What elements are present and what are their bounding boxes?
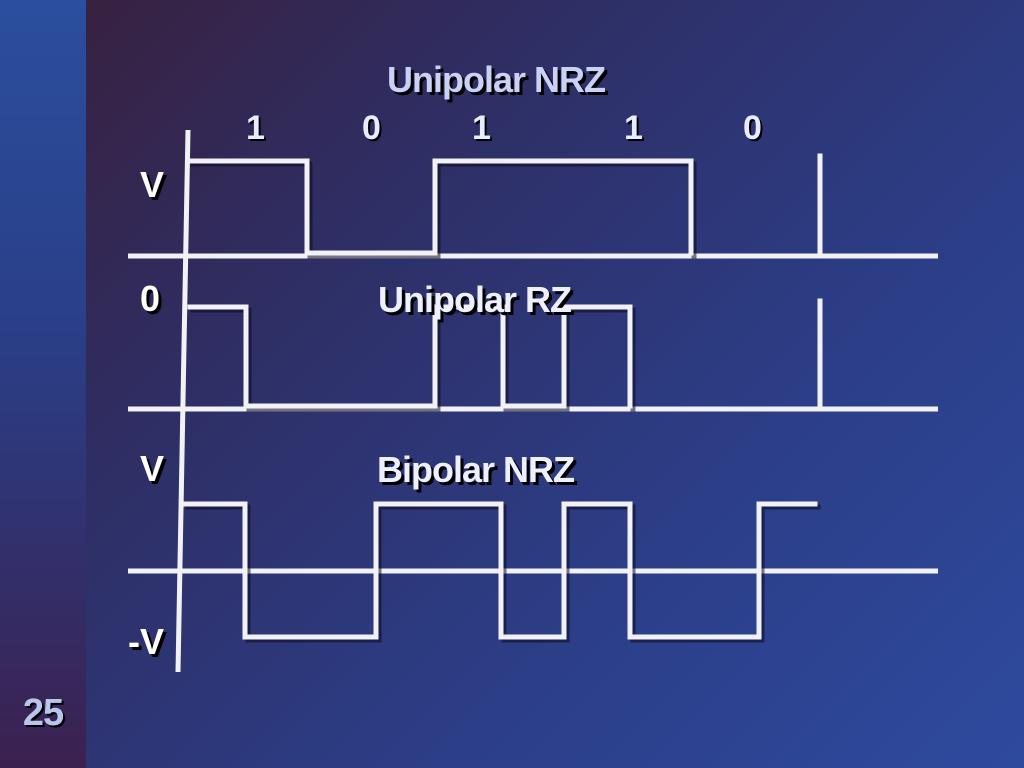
unipolar-rz-wave-shadow — [190, 307, 636, 412]
svg-text:Unipolar RZ: Unipolar RZ — [381, 282, 574, 323]
svg-text:-V: -V — [128, 621, 164, 662]
unipolar-rz-title: Unipolar RZ — [378, 279, 571, 320]
level-label-v-bipolar-shadow: V — [143, 451, 167, 492]
svg-text:0: 0 — [364, 111, 383, 149]
bipolar-nrz-title: Bipolar NRZ — [377, 449, 574, 490]
level-label-zero-shadow: 0 — [143, 281, 163, 322]
bit-label-4-shadow: 1 — [626, 111, 645, 149]
bit-label-2-shadow: 0 — [364, 111, 383, 149]
level-label-v: V — [140, 164, 164, 205]
bit-label-1: 1 — [246, 109, 265, 147]
unipolar-rz-title-shadow: Unipolar RZ — [381, 282, 574, 323]
svg-text:0: 0 — [143, 281, 163, 322]
svg-text:1: 1 — [246, 109, 265, 147]
svg-text:-V: -V — [131, 624, 167, 665]
unipolar-nrz-wave-shadow — [190, 161, 697, 259]
svg-text:V: V — [143, 451, 167, 492]
svg-text:0: 0 — [745, 111, 764, 149]
bit-label-1-shadow: 1 — [248, 111, 267, 149]
svg-text:V: V — [140, 164, 164, 205]
level-label-neg-v-shadow: -V — [131, 624, 167, 665]
svg-text:1: 1 — [626, 111, 645, 149]
level-labels: V V 0 0 V V -V -V — [128, 164, 167, 665]
svg-text:0: 0 — [362, 109, 381, 147]
bit-labels: 1 1 0 0 1 1 1 1 0 0 — [246, 109, 764, 149]
bipolar-nrz-wave — [182, 501, 818, 640]
svg-text:V: V — [143, 167, 167, 208]
slide-number: 25 — [22, 692, 64, 734]
unipolar-rz-wave — [187, 304, 633, 409]
bit-label-3: 1 — [472, 109, 491, 147]
svg-text:Unipolar NRZ: Unipolar NRZ — [390, 62, 608, 103]
bit-label-2: 0 — [362, 109, 381, 147]
svg-text:Bipolar NRZ: Bipolar NRZ — [377, 449, 574, 490]
side-bar — [0, 0, 86, 768]
bipolar-nrz-wave-shadow — [185, 504, 821, 643]
unipolar-nrz-wave — [187, 158, 694, 256]
svg-text:Unipolar NRZ: Unipolar NRZ — [387, 59, 605, 100]
svg-text:0: 0 — [140, 278, 160, 319]
bit-label-3-shadow: 1 — [474, 111, 493, 149]
svg-text:Unipolar RZ: Unipolar RZ — [378, 279, 571, 320]
svg-text:1: 1 — [624, 109, 643, 147]
bit-label-4: 1 — [624, 109, 643, 147]
bipolar-nrz-title-shadow: Bipolar NRZ — [380, 452, 577, 493]
level-label-v-shadow: V — [143, 167, 167, 208]
svg-text:1: 1 — [472, 109, 491, 147]
bit-label-5-shadow: 0 — [745, 111, 764, 149]
bit-label-5: 0 — [743, 109, 762, 147]
svg-text:V: V — [140, 448, 164, 489]
level-label-zero: 0 — [140, 278, 160, 319]
vertical-axis — [175, 129, 191, 673]
unipolar-nrz-title: Unipolar NRZ — [387, 59, 605, 100]
svg-text:Bipolar NRZ: Bipolar NRZ — [380, 452, 577, 493]
svg-text:1: 1 — [474, 111, 493, 149]
level-label-neg-v: -V — [128, 621, 164, 662]
svg-text:1: 1 — [248, 111, 267, 149]
unipolar-nrz-title-shadow: Unipolar NRZ — [390, 62, 608, 103]
level-label-v-bipolar: V — [140, 448, 164, 489]
svg-text:0: 0 — [743, 109, 762, 147]
